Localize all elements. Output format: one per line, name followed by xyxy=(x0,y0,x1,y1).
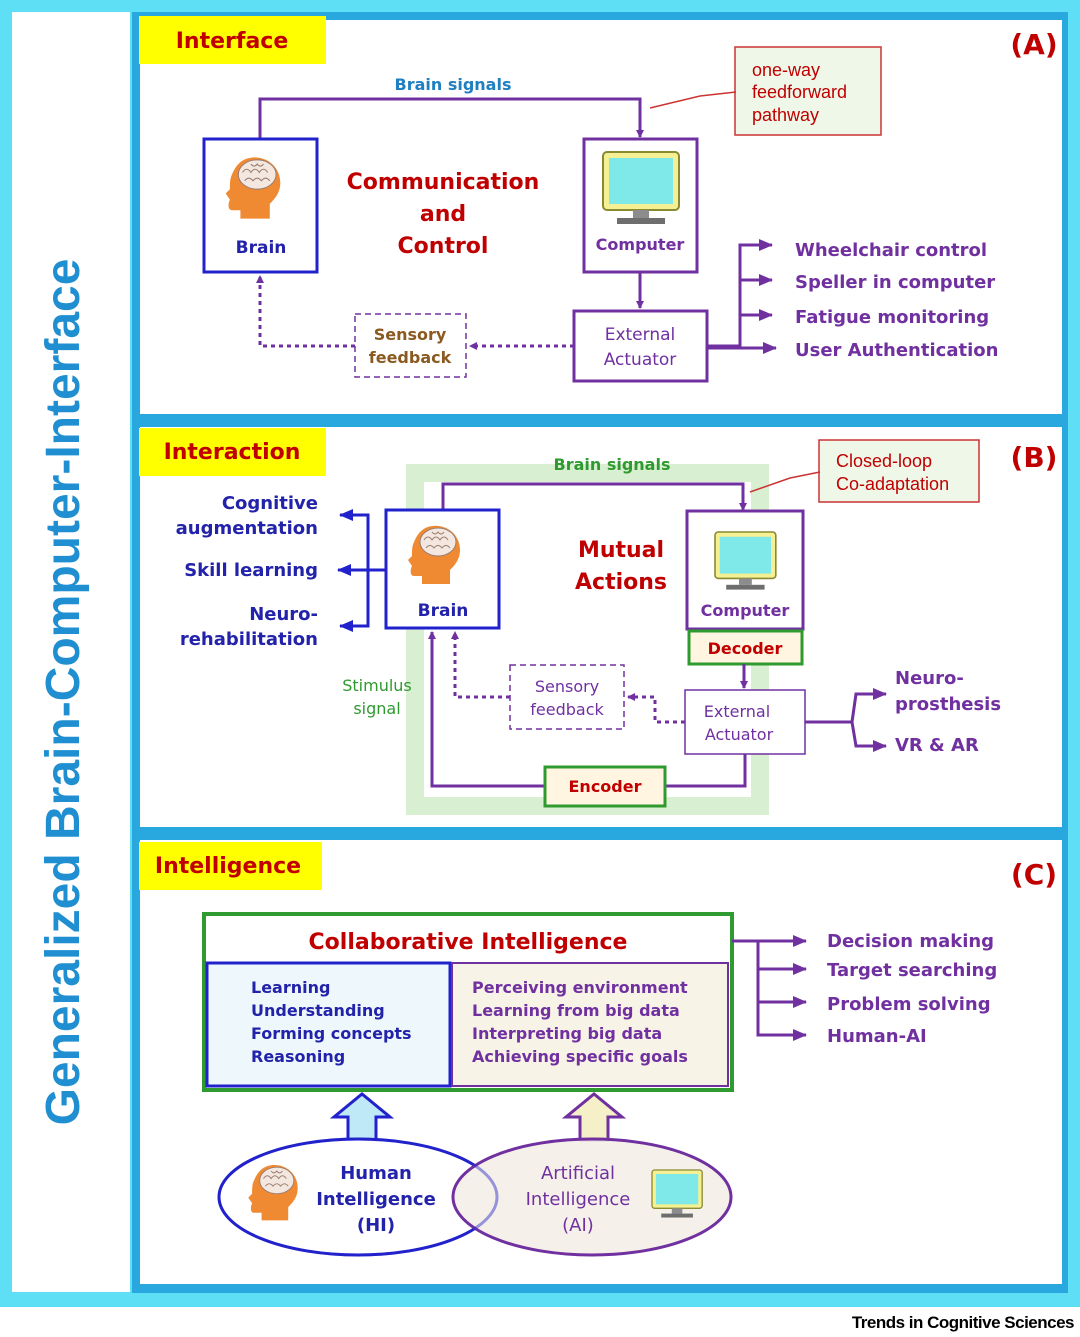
panel-b-letter: (B) xyxy=(1011,441,1058,474)
a-output-4: User Authentication xyxy=(795,340,998,361)
a-actuator-line1: External xyxy=(605,325,676,345)
panel-a-letter: (A) xyxy=(1010,28,1057,61)
a-output-1: Wheelchair control xyxy=(795,240,987,261)
a-feedback-box xyxy=(354,313,467,378)
b-brain-label: Brain xyxy=(418,601,469,621)
panel-a-tag-text: Interface xyxy=(176,29,289,54)
b-left-output-4: Neuro- xyxy=(249,604,318,625)
c-ai-item-3: Interpreting big data xyxy=(472,1024,662,1043)
a-actuator-box xyxy=(572,309,709,383)
a-feedback-line2: feedback xyxy=(369,348,452,367)
panel-c-letter: (C) xyxy=(1011,858,1057,891)
b-computer-label: Computer xyxy=(701,601,790,620)
a-brain-signal-line xyxy=(258,97,644,138)
a-signal-label: Brain signals xyxy=(395,75,512,94)
footer-credit: Trends in Cognitive Sciences xyxy=(851,1313,1075,1332)
c-human-box xyxy=(205,961,452,1088)
c-ai-up-arrow xyxy=(561,1092,627,1142)
b-right-output-1: Neuro- xyxy=(895,668,964,689)
c-output-3: Problem solving xyxy=(827,994,991,1015)
a-center-line2: and xyxy=(420,202,466,227)
c-ai-line3: (AI) xyxy=(562,1215,594,1236)
a-output-2: Speller in computer xyxy=(795,272,995,293)
a-brain-label: Brain xyxy=(236,238,287,258)
b-actuator-line2: Actuator xyxy=(705,725,774,744)
b-feedback-arrow xyxy=(627,693,685,724)
c-hi-line1: Human xyxy=(340,1163,412,1184)
b-encoder-box xyxy=(543,765,667,808)
c-human-item-3: Forming concepts xyxy=(251,1024,412,1043)
panel-b-tag-text: Interaction xyxy=(164,440,301,465)
a-actuator-line2: Actuator xyxy=(604,350,677,370)
b-left-output-5: rehabilitation xyxy=(180,629,318,650)
c-human-item-4: Reasoning xyxy=(251,1047,345,1066)
panel-b-tag xyxy=(139,428,326,476)
panel-c-tag xyxy=(139,842,322,890)
c-ai-box xyxy=(451,962,729,1087)
c-hi-up-arrow xyxy=(329,1092,395,1142)
c-hi-line2: Intelligence xyxy=(316,1189,436,1210)
a-out-arrow-1 xyxy=(707,239,773,348)
b-feedback-box xyxy=(509,664,625,730)
b-stimulus-line1: Stimulus xyxy=(342,676,412,695)
a-note-line1: one-way xyxy=(752,60,820,80)
b-feedback-line1: Sensory xyxy=(535,677,599,696)
c-output-2: Target searching xyxy=(827,960,997,981)
c-ai-item-1: Perceiving environment xyxy=(472,978,688,997)
a-note-line3: pathway xyxy=(752,105,819,125)
c-ai-line2: Intelligence xyxy=(526,1189,631,1210)
b-right-output-3: VR & AR xyxy=(895,735,979,756)
b-brain-signal-line xyxy=(441,482,747,511)
b-feedback-line2: feedback xyxy=(530,700,604,719)
b-note-box xyxy=(818,439,980,503)
b-left-output-1: Cognitive xyxy=(222,493,318,514)
b-encoder-label: Encoder xyxy=(569,777,642,796)
side-title: Generalized Brain-Computer-Interface xyxy=(37,259,90,1126)
a-output-3: Fatigue monitoring xyxy=(795,307,989,328)
b-center-line1: Mutual xyxy=(578,538,664,563)
a-note-box xyxy=(734,46,882,136)
b-signal-label: Brain signals xyxy=(554,455,671,474)
b-note-line2: Co-adaptation xyxy=(836,474,949,494)
b-center-line2: Actions xyxy=(575,570,667,595)
a-feedback-line1: Sensory xyxy=(374,325,447,344)
c-collab-title: Collaborative Intelligence xyxy=(309,930,628,955)
a-note-pointer xyxy=(649,91,737,109)
a-computer-label: Computer xyxy=(596,235,685,254)
panel-a-tag xyxy=(139,16,326,64)
b-note-line1: Closed-loop xyxy=(836,451,932,471)
b-right-arrow-bottom xyxy=(850,721,887,752)
c-out-arrow-4 xyxy=(756,941,807,1041)
b-feedback-to-brain xyxy=(451,631,510,699)
b-actuator-line1: External xyxy=(704,702,770,721)
c-human-item-1: Learning xyxy=(251,978,330,997)
a-center-line1: Communication xyxy=(347,170,540,195)
a-center-line3: Control xyxy=(398,234,489,259)
b-left-output-3: Skill learning xyxy=(184,560,318,581)
c-human-item-2: Understanding xyxy=(251,1001,385,1020)
c-hi-line3: (HI) xyxy=(357,1215,395,1236)
c-output-1: Decision making xyxy=(827,931,994,952)
b-left-arrow-bottom xyxy=(339,570,370,632)
b-encoder-to-brain xyxy=(428,631,545,788)
b-left-output-2: augmentation xyxy=(176,518,318,539)
c-ai-item-4: Achieving specific goals xyxy=(472,1047,688,1066)
b-right-arrow-top xyxy=(850,688,887,723)
a-note-line2: feedforward xyxy=(752,82,847,102)
b-note-pointer xyxy=(749,471,821,493)
b-left-arrow-top xyxy=(339,509,370,570)
panel-c-tag-text: Intelligence xyxy=(155,854,301,879)
c-ai-item-2: Learning from big data xyxy=(472,1001,680,1020)
b-actuator-encoder-line xyxy=(666,754,747,788)
c-ai-ellipse xyxy=(451,1137,733,1257)
b-actuator-box xyxy=(684,689,806,755)
b-stimulus-line2: signal xyxy=(353,699,400,718)
b-right-output-2: prosthesis xyxy=(895,694,1001,715)
b-decoder-label: Decoder xyxy=(708,639,783,658)
c-ai-line1: Artificial xyxy=(541,1163,615,1184)
c-output-4: Human-AI xyxy=(827,1026,927,1047)
